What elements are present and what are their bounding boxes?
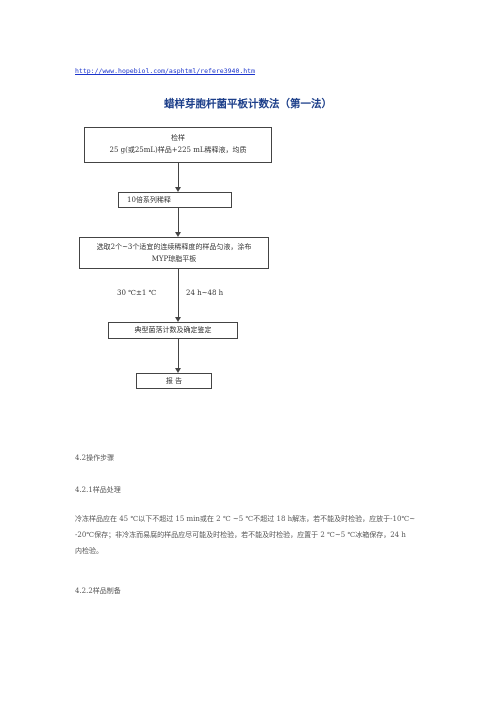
- flow-box-plating: 选取2个~3个适宜的连续稀释度的样品匀液，涂布 MYP琼脂平板: [79, 237, 269, 269]
- flow-box-counting-label: 典型菌落计数及确定鉴定: [134, 326, 212, 334]
- flow-box-plating-line1: 选取2个~3个适宜的连续稀释度的样品匀液，涂布: [96, 243, 252, 251]
- flow-arrow: [175, 317, 181, 322]
- flow-connector: [178, 339, 179, 371]
- flow-box-sample-line1: 检样: [171, 134, 185, 142]
- flow-box-plating-line2: MYP琼脂平板: [151, 255, 197, 263]
- section-heading-4-2-2: 4.2.2样品制备: [75, 587, 121, 595]
- flow-box-report-label: 报 告: [165, 377, 183, 385]
- flow-box-report: 报 告: [136, 373, 212, 389]
- section-heading-4-2-1: 4.2.1样品处理: [75, 486, 121, 494]
- flow-connector: [178, 208, 179, 235]
- flow-arrow: [175, 232, 181, 237]
- flow-arrow: [175, 368, 181, 373]
- paragraph-line-1: 冷冻样品应在 45 ℃以下不超过 15 min或在 2 ℃ ~5 ℃不超过 18…: [75, 515, 416, 523]
- incubation-time: 24 h~48 h: [186, 289, 224, 297]
- flow-connector: [178, 269, 179, 320]
- flow-connector: [178, 163, 179, 190]
- flow-box-dilution: 10倍系列稀释: [118, 192, 232, 208]
- section-heading-4-2: 4.2操作步骤: [75, 454, 115, 462]
- flow-box-sample: 检样 25 g(或25mL)样品+225 mL稀释液，均质: [84, 127, 272, 163]
- flow-arrow: [175, 187, 181, 192]
- source-link[interactable]: http://www.hopebiol.com/asphtml/refere39…: [75, 67, 256, 75]
- flow-box-dilution-label: 10倍系列稀释: [127, 196, 171, 204]
- paragraph-sample-handling: 冷冻样品应在 45 ℃以下不超过 15 min或在 2 ℃ ~5 ℃不超过 18…: [75, 511, 430, 559]
- paragraph-line-2: -20℃保存；非冷冻而易腐的样品应尽可能及时检验，若不能及时检验，应置于 2 ℃…: [75, 531, 406, 539]
- flow-box-counting: 典型菌落计数及确定鉴定: [108, 322, 238, 339]
- paragraph-line-3: 内检验。: [75, 547, 103, 555]
- incubation-temperature: 30 ℃±1 ℃: [117, 289, 157, 297]
- page-title: 蜡样芽胞杆菌平板计数法（第一法）: [164, 98, 332, 110]
- flow-box-sample-line2: 25 g(或25mL)样品+225 mL稀释液，均质: [109, 146, 247, 154]
